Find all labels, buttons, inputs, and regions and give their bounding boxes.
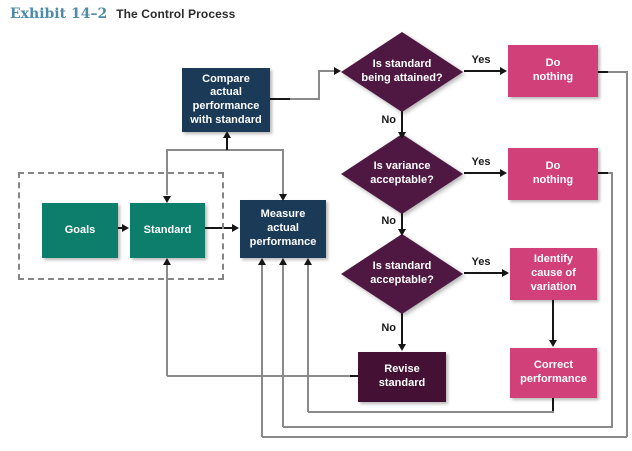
arrowhead-into-standard-top bbox=[163, 196, 171, 203]
edge-revise-up bbox=[166, 264, 168, 376]
edge-compare-d1-v bbox=[318, 70, 320, 100]
edge-dn1-exit bbox=[598, 71, 608, 73]
correct-performance-label: Correct performance bbox=[520, 359, 587, 385]
arrowhead-revise-into-standard bbox=[163, 258, 171, 265]
label-d2-no: No bbox=[381, 215, 396, 227]
revise-standard-box: Revise standard bbox=[358, 352, 446, 402]
edge-goals-standard bbox=[118, 227, 125, 229]
decision-standard-attained-shape: Is standard being attained? bbox=[341, 32, 463, 112]
label-d2-yes: Yes bbox=[471, 156, 491, 168]
identify-cause-label: Identify cause of variation bbox=[530, 253, 577, 293]
label-d3-no: No bbox=[381, 322, 396, 334]
arrowhead-correct-into-measure bbox=[304, 258, 312, 265]
arrowhead-into-measure-top bbox=[279, 194, 287, 201]
arrowhead-d3-no bbox=[398, 344, 406, 351]
edge-junction-to-measure bbox=[282, 149, 284, 195]
label-d1-yes: Yes bbox=[471, 54, 491, 66]
edge-compare-d1-h2 bbox=[318, 70, 335, 72]
edge-compare-d1-h1 bbox=[290, 98, 320, 100]
measure-performance-label: Measure actual performance bbox=[249, 208, 317, 248]
arrowhead-d1-no bbox=[398, 132, 406, 139]
edge-standard-measure bbox=[205, 227, 234, 229]
do-nothing-1-label: Do nothing bbox=[532, 57, 574, 83]
standard-box: Standard bbox=[130, 203, 205, 258]
compare-performance-label: Compare actual performance with standard bbox=[190, 72, 262, 126]
edge-revise-horizontal bbox=[167, 375, 350, 377]
decision-variance-acceptable-label: Is variance acceptable? bbox=[370, 160, 434, 186]
goals-box: Goals bbox=[42, 203, 118, 258]
edge-dn2-exit-gray bbox=[608, 172, 613, 174]
edge-dn2-up bbox=[282, 264, 284, 427]
decision-standard-acceptable: Is standard acceptable? bbox=[341, 234, 463, 314]
decision-standard-attained: Is standard being attained? bbox=[341, 32, 463, 112]
arrowhead-dn2-into-measure bbox=[279, 258, 287, 265]
edge-d1-no bbox=[401, 111, 403, 134]
decision-variance-acceptable-shape: Is variance acceptable? bbox=[341, 134, 463, 214]
arrowhead-into-d1 bbox=[334, 67, 341, 75]
edge-dn2-exit bbox=[598, 172, 608, 174]
edge-dn1-exit-gray bbox=[608, 71, 627, 73]
correct-performance-box: Correct performance bbox=[510, 348, 597, 398]
edge-dn1-right bbox=[626, 71, 628, 437]
identify-cause-box: Identify cause of variation bbox=[510, 248, 597, 300]
edge-d2-no bbox=[401, 213, 403, 230]
do-nothing-2-label: Do nothing bbox=[532, 160, 574, 186]
decision-variance-acceptable: Is variance acceptable? bbox=[341, 134, 463, 214]
measure-performance-box: Measure actual performance bbox=[240, 200, 326, 258]
decision-standard-acceptable-label: Is standard acceptable? bbox=[370, 260, 434, 286]
edge-junction-horizontal bbox=[167, 149, 284, 151]
edge-d1-yes bbox=[464, 70, 502, 72]
arrowhead-d3-yes bbox=[502, 269, 509, 277]
arrowhead-identify-correct bbox=[549, 340, 557, 347]
edge-correct-up bbox=[307, 264, 309, 412]
edge-correct-bottom bbox=[308, 411, 554, 413]
decision-standard-acceptable-shape: Is standard acceptable? bbox=[341, 234, 463, 314]
do-nothing-2-box: Do nothing bbox=[508, 148, 598, 200]
arrowhead-standard-measure bbox=[232, 224, 239, 232]
edge-dn1-up bbox=[261, 264, 263, 437]
compare-performance-box: Compare actual performance with standard bbox=[182, 68, 270, 132]
figure-title: Exhibit 14–2 The Control Process bbox=[10, 6, 235, 22]
edge-correct-exit bbox=[552, 398, 554, 412]
arrowhead-d1-yes bbox=[500, 67, 507, 75]
edge-revise-exit bbox=[350, 375, 358, 377]
arrowhead-goals-standard bbox=[122, 224, 129, 232]
decision-standard-attained-label: Is standard being attained? bbox=[361, 58, 443, 84]
edge-dn2-right bbox=[611, 172, 613, 427]
arrowhead-d2-no bbox=[398, 229, 406, 236]
label-d1-no: No bbox=[381, 114, 396, 126]
figure-title-text: The Control Process bbox=[116, 7, 236, 21]
label-d3-yes: Yes bbox=[471, 256, 491, 268]
do-nothing-1-box: Do nothing bbox=[508, 45, 598, 97]
revise-standard-label: Revise standard bbox=[378, 363, 426, 389]
arrowhead-d2-yes bbox=[500, 169, 507, 177]
arrowhead-dn1-into-measure bbox=[258, 258, 266, 265]
arrowhead-into-compare bbox=[223, 131, 231, 138]
goals-standard-dashed-region bbox=[18, 172, 224, 280]
standard-label: Standard bbox=[143, 223, 192, 236]
exhibit-number: Exhibit 14–2 bbox=[10, 6, 108, 22]
edge-d3-yes bbox=[464, 272, 504, 274]
edge-junction-to-compare bbox=[226, 137, 228, 150]
goals-label: Goals bbox=[64, 223, 96, 236]
edge-dn1-bottom bbox=[262, 436, 627, 438]
edge-compare-exit bbox=[270, 98, 290, 100]
edge-d3-no bbox=[401, 313, 403, 346]
edge-dn2-bottom bbox=[283, 426, 613, 428]
edge-identify-correct bbox=[552, 300, 554, 342]
edge-d2-yes bbox=[464, 172, 502, 174]
